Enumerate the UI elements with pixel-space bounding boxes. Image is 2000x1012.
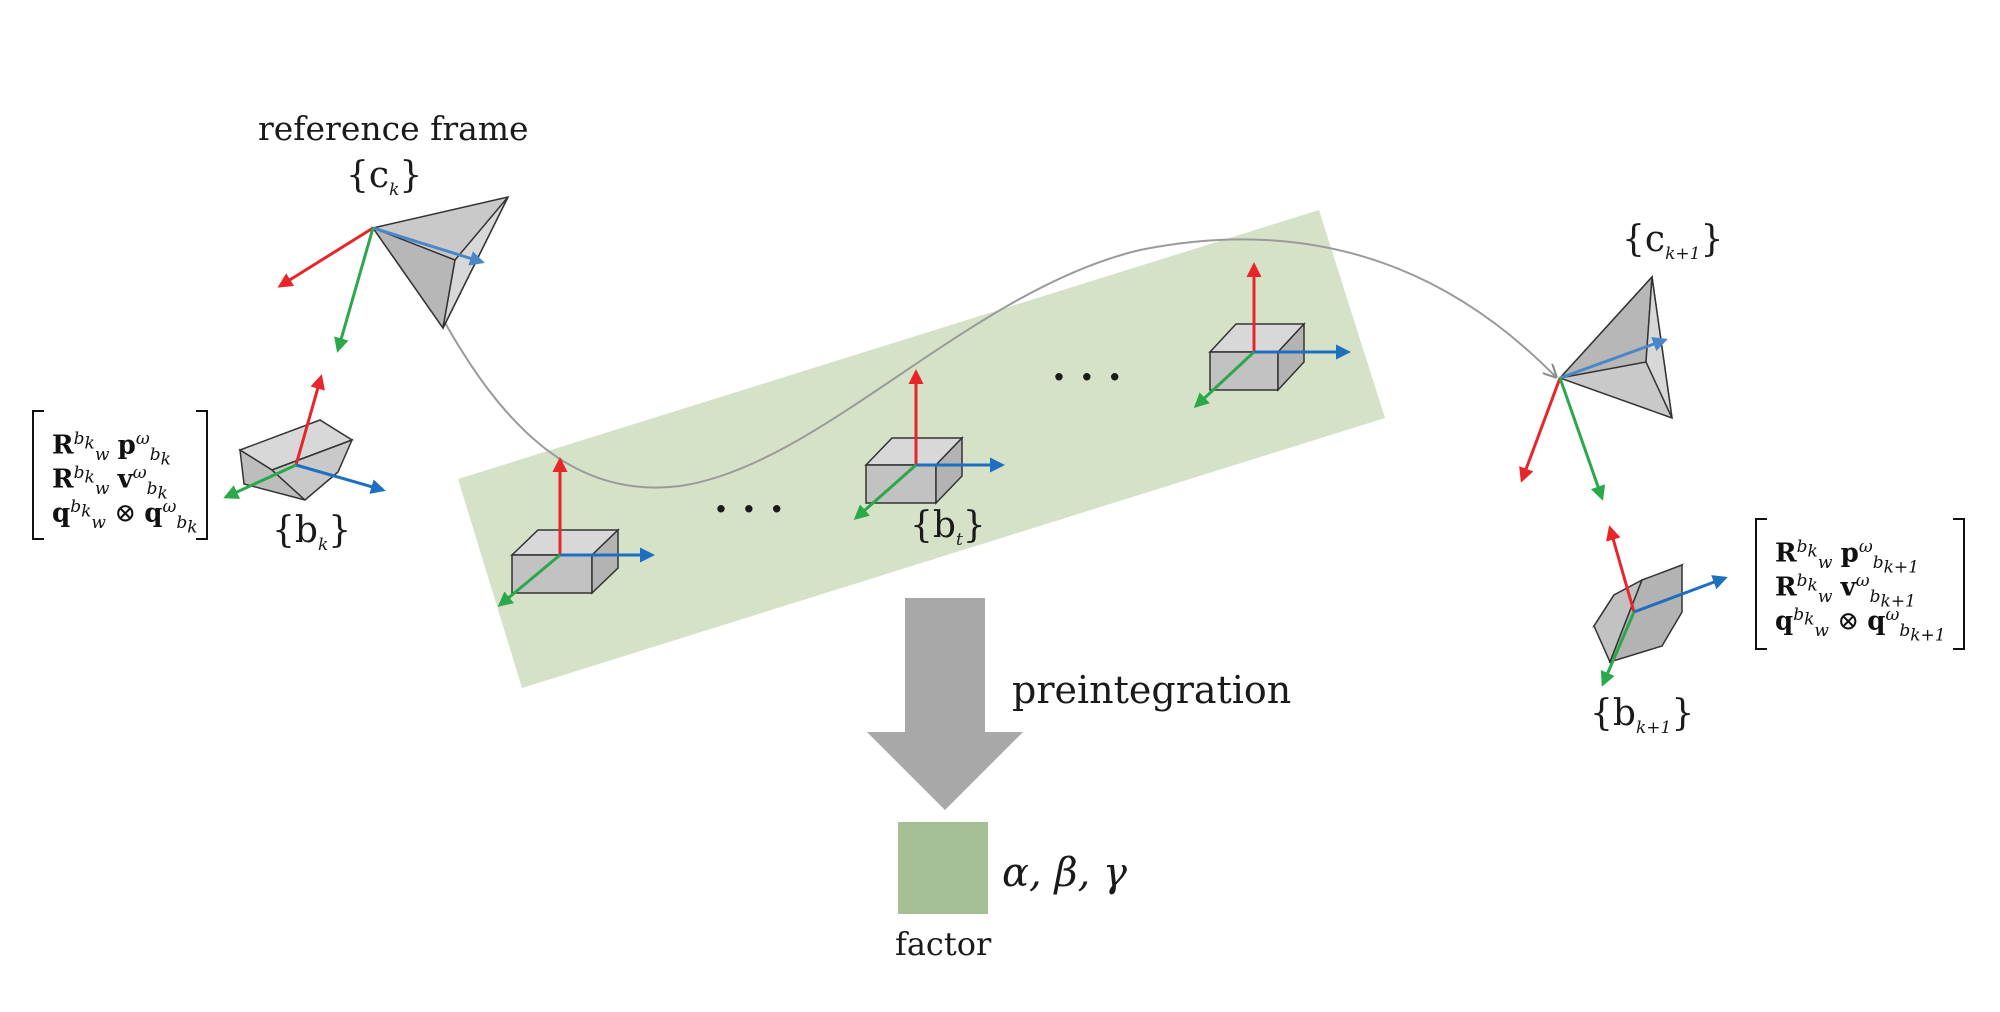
factor-square [898,822,988,914]
ml-r1-sup2: ω [135,429,150,449]
mr-r1-sym2: p [1840,538,1859,569]
imu-window-1 [497,457,655,607]
ml-r3-sym2: q [144,498,163,529]
matrix-left-row-position: Rbkw pωbk [52,422,208,469]
mr-r1-sup2: ω [1858,537,1873,557]
bk1-label: {bk+1} [1590,696,1694,737]
mr-r3-op: ⊗ [1837,606,1860,637]
mr-r3-sup2: ω [1885,605,1900,625]
bk-label-sub: k [317,535,329,556]
imu-window-3 [1193,262,1351,409]
ml-r1-sym2: p [117,430,136,461]
bk-label-close: } [328,510,352,551]
imu-bk [223,374,386,501]
mr-r2-sup: bk [1796,571,1818,596]
ck-label-close: } [399,155,423,196]
ml-r2-sup: bk [73,463,95,488]
ml-r3-sym: q [52,498,71,529]
ck-label-sub: k [389,180,400,201]
matrix-left-row-velocity: Rbkw vωbk [52,456,208,503]
ml-r2-sub2: bk [146,478,168,504]
bk-label-text: {b [272,510,318,551]
ck-label-text: {c [346,155,390,196]
preintegration-arrow [867,598,1023,810]
camera-ck [277,195,510,353]
ml-r2-sym2: v [117,464,133,495]
ck1-label-close: } [1700,219,1724,260]
mr-r3-sym: q [1775,606,1794,637]
ellipsis-left: · · · [714,486,784,533]
ml-r3-op: ⊗ [114,498,137,529]
ml-r1-sup: bk [73,429,95,454]
state-matrix-left: Rbkw pωbk Rbkw vωbk qbkw ⊗ qωbk [32,410,208,540]
ck1-label: {ck+1} [1622,222,1723,263]
bk1-label-text: {b [1590,693,1636,734]
bk-label: {bk} [272,513,351,554]
mr-r1-sup: bk [1796,537,1818,562]
bt-label-sub: t [955,530,963,551]
ml-r1-sub: w [94,444,110,465]
mr-r2-sub: w [1817,586,1833,607]
ml-r2-sup2: ω [132,463,147,483]
factor-label: factor [895,925,992,963]
matrix-right-bracket-open [1755,518,1767,650]
imu-bk1 [1592,525,1728,687]
ml-r3-sub: w [91,512,106,533]
bk1-label-sub: k+1 [1635,718,1672,739]
mr-r2-sym2: v [1840,572,1856,603]
mr-r3-sup: bk [1793,605,1815,630]
mr-r2-sup2: ω [1855,571,1870,591]
preintegration-label: preintegration [1012,668,1292,712]
ml-r3-sup: bk [70,497,92,522]
factor-symbols: α, β, γ [1002,850,1127,896]
ck1-label-sub: k+1 [1665,244,1701,265]
mr-r1-sym: R [1775,538,1797,569]
matrix-right-bracket-close [1953,518,1965,650]
mr-r1-sub2: bk+1 [1872,552,1919,578]
reference-frame-label: reference frame [258,109,529,148]
mr-r3-sub2: bk+1 [1899,620,1946,646]
ml-r2-sym: R [52,464,74,495]
camera-ck1 [1519,274,1673,501]
bt-label: {bt} [910,508,986,549]
ml-r1-sub2: bk [149,444,171,470]
ck1-label-text: {c [1622,219,1666,260]
matrix-left-bracket-open [32,410,44,540]
state-matrix-right: Rbkw pωbk+1 Rbkw vωbk+1 qbkw ⊗ qωbk+1 [1755,518,1965,650]
mr-r1-sub: w [1817,552,1833,573]
ml-r1-sym: R [52,430,74,461]
ml-r3-sup2: ω [162,497,177,517]
matrix-right-row-velocity: Rbkw vωbk+1 [1775,564,1965,611]
ml-r3-sub2: bk [176,512,198,538]
imu-bt [853,369,1005,520]
matrix-left-bracket-close [196,410,208,540]
bt-label-text: {b [910,505,956,546]
bt-label-close: } [962,505,986,546]
ck-label: {ck} [346,158,422,199]
mr-r2-sym: R [1775,572,1797,603]
ellipsis-right: · · · [1052,354,1122,401]
bk1-label-close: } [1671,693,1695,734]
matrix-right-row-orientation: qbkw ⊗ qωbk+1 [1775,598,1965,645]
mr-r3-sym2: q [1867,606,1886,637]
ml-r2-sub: w [94,478,110,499]
mr-r2-sub2: bk+1 [1869,586,1916,612]
matrix-left-row-orientation: qbkw ⊗ qωbk [52,490,208,537]
matrix-right-row-position: Rbkw pωbk+1 [1775,530,1965,577]
mr-r3-sub: w [1814,620,1829,641]
